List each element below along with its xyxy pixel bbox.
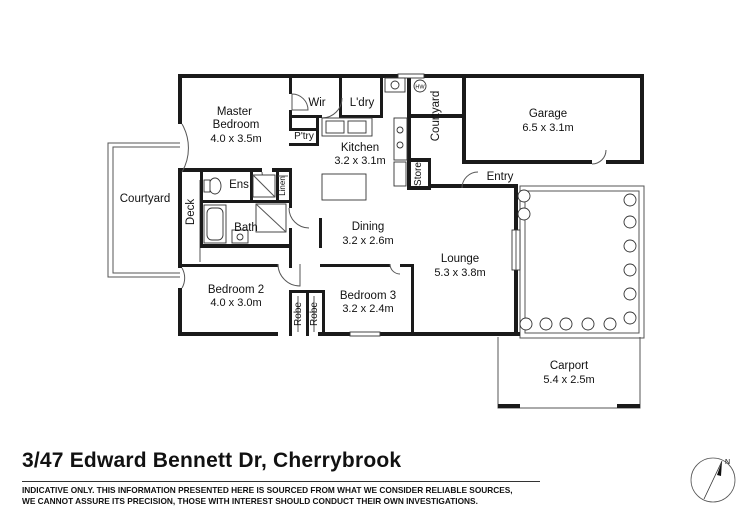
hot-water-icon [413, 79, 427, 93]
courtyard-left-label: Courtyard [120, 193, 171, 205]
carport-outline [497, 337, 641, 409]
master-bedroom-dims: 4.0 x 3.5m [210, 133, 261, 145]
bedroom-3-label: Bedroom 3 [340, 290, 396, 302]
disclaimer-line-1: INDICATIVE ONLY. THIS INFORMATION PRESEN… [22, 485, 513, 495]
dining-dims: 3.2 x 2.6m [342, 235, 393, 247]
ensuite-label: Ens [229, 179, 249, 191]
lounge-label: Lounge [441, 253, 479, 265]
hot-water-label: HW [415, 85, 425, 91]
doors [181, 93, 607, 289]
dining-label: Dining [352, 221, 385, 233]
windows [349, 73, 521, 337]
master-bedroom-name: Master Bedroom [213, 106, 260, 131]
bath-label: Bath [234, 222, 258, 234]
kitchen-dims: 3.2 x 3.1m [334, 155, 385, 167]
robe-2-label: Robe [309, 302, 320, 326]
lounge-dims: 5.3 x 3.8m [434, 267, 485, 279]
divider-line [22, 481, 540, 482]
laundry-label: L'dry [350, 97, 375, 109]
linen-label: Linen [278, 176, 287, 196]
bedroom-3-dims: 3.2 x 2.4m [342, 303, 393, 315]
exterior-walls [178, 74, 644, 336]
courtyard-side-label: Courtyard [430, 91, 442, 142]
carport-posts [498, 404, 640, 408]
interior-walls [178, 74, 465, 336]
store-label: Store [413, 162, 424, 186]
garage-dims: 6.5 x 3.1m [522, 122, 573, 134]
room-labels: Master Bedroom 4.0 x 3.5m Wir L'dry HW P… [120, 79, 595, 386]
deck-label: Deck [185, 199, 197, 225]
garage-label: Garage [529, 108, 567, 120]
entry-label: Entry [487, 171, 514, 183]
carport-label: Carport [550, 360, 589, 372]
bedroom-2-dims: 4.0 x 3.0m [210, 297, 261, 309]
floor-plan: Master Bedroom 4.0 x 3.5m Wir L'dry HW P… [107, 73, 645, 409]
disclaimer-line-2: WE CANNOT ASSURE ITS PRECISION, THOSE WI… [22, 495, 478, 506]
kitchen-label: Kitchen [341, 142, 379, 154]
left-courtyard-outline [107, 142, 180, 278]
bedroom-2-label: Bedroom 2 [208, 284, 264, 296]
property-address: 3/47 Edward Bennett Dr, Cherrybrook [22, 449, 402, 472]
wir-label: Wir [308, 97, 325, 109]
robe-1-label: Robe [293, 302, 304, 326]
pantry-label: P'try [294, 131, 314, 142]
carport-dims: 5.4 x 2.5m [543, 374, 594, 386]
shrubs [517, 189, 637, 331]
master-bedroom-name-line1: Master [217, 106, 252, 118]
master-bedroom-name-line2: Bedroom [213, 119, 260, 131]
fixtures [203, 77, 408, 332]
compass-north-label: N [725, 459, 730, 466]
disclaimer: INDICATIVE ONLY. THIS INFORMATION PRESEN… [22, 485, 622, 506]
north-arrow-icon: N [690, 457, 736, 503]
